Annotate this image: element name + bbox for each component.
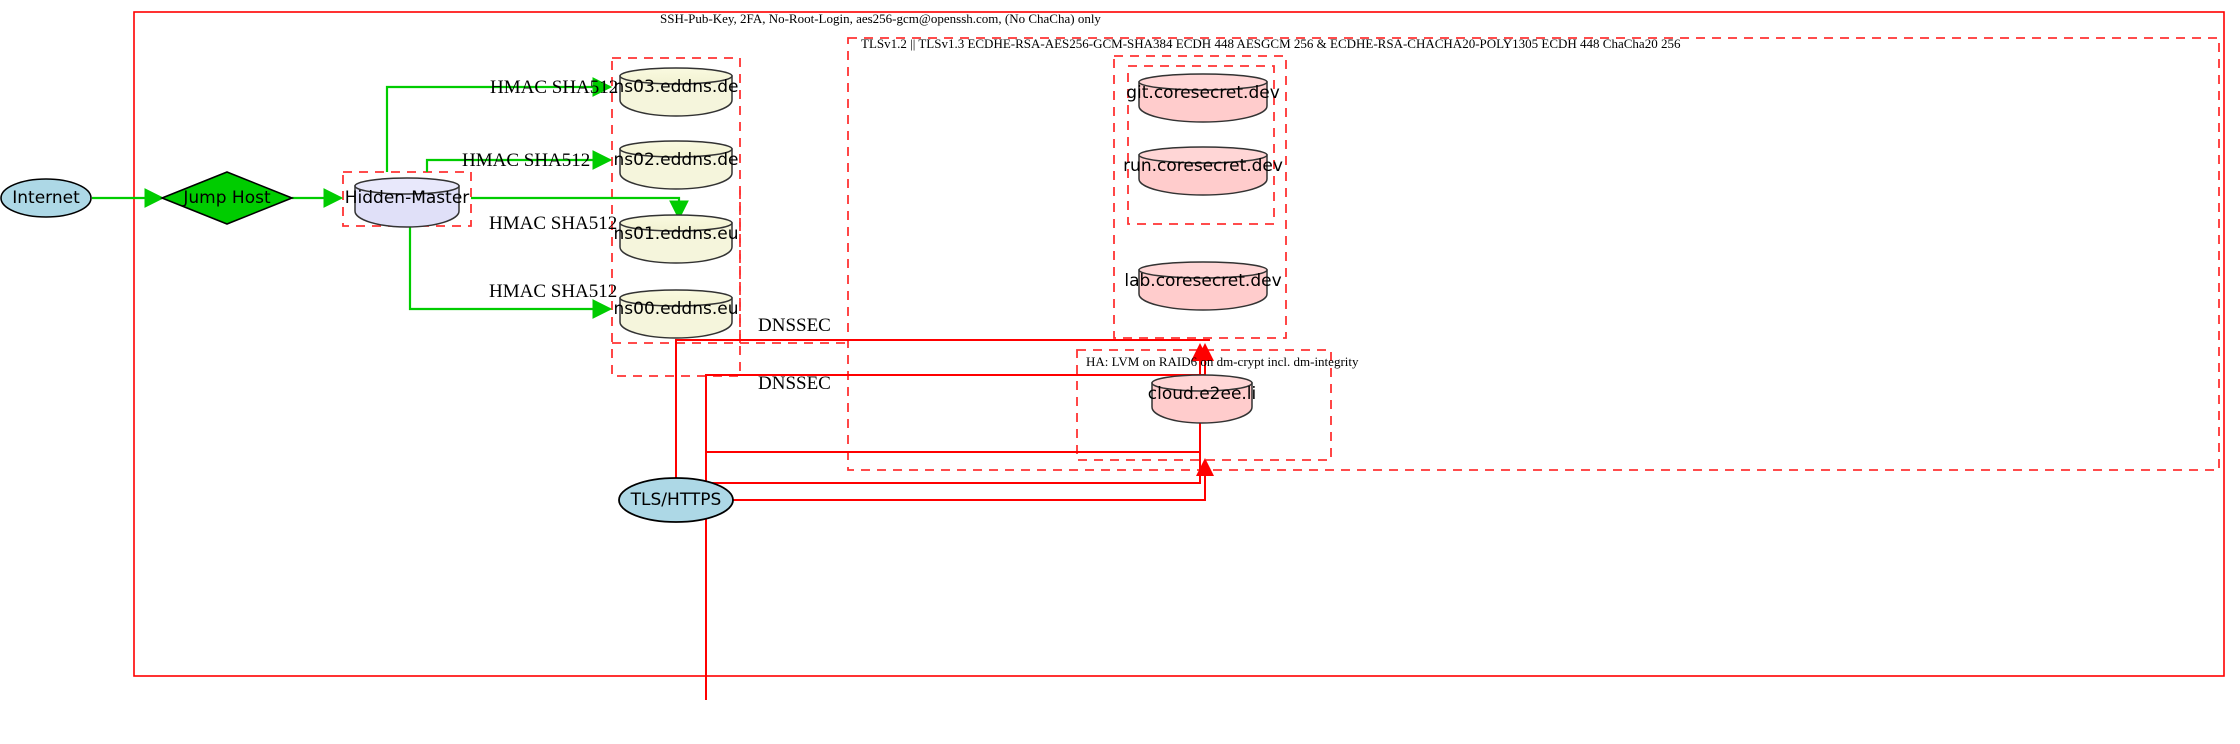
node-ns00[interactable] bbox=[619, 289, 733, 339]
hit-ns00[interactable] bbox=[620, 290, 732, 332]
node-cloud[interactable] bbox=[1151, 374, 1253, 424]
cluster-dnssec-upper bbox=[740, 130, 1130, 470]
node-jumphost[interactable] bbox=[159, 171, 295, 225]
node-git[interactable] bbox=[1138, 73, 1268, 123]
node-lab[interactable] bbox=[1138, 261, 1268, 311]
hit-ns02[interactable] bbox=[620, 141, 732, 183]
node-internet[interactable] bbox=[0, 178, 92, 218]
node-ns01[interactable] bbox=[619, 214, 733, 264]
hit-internet[interactable] bbox=[1, 179, 91, 217]
hit-tls-https[interactable] bbox=[619, 478, 733, 522]
cluster-tls bbox=[847, 37, 2220, 471]
cluster-dns-servers bbox=[611, 57, 741, 377]
cluster-coresecret-outer bbox=[1113, 55, 1287, 339]
cluster-coresecret-inner bbox=[1127, 65, 1275, 225]
node-ns02[interactable] bbox=[619, 140, 733, 190]
hit-ns03[interactable] bbox=[620, 68, 732, 110]
hit-ns01[interactable] bbox=[620, 215, 732, 257]
hit-git[interactable] bbox=[1139, 74, 1267, 116]
hit-jumphost[interactable] bbox=[162, 172, 292, 224]
edge-master-ns03 bbox=[385, 77, 613, 172]
node-tls-https[interactable] bbox=[618, 477, 734, 523]
hit-run[interactable] bbox=[1139, 147, 1267, 189]
node-ns03[interactable] bbox=[619, 67, 733, 117]
hit-hidden-master[interactable] bbox=[355, 178, 459, 220]
node-hidden-master[interactable] bbox=[354, 177, 460, 228]
hit-lab[interactable] bbox=[1139, 262, 1267, 304]
edge-dnssec-upper bbox=[705, 343, 1214, 700]
edge-dnssec-lower bbox=[675, 339, 1210, 483]
edge-master-ns02 bbox=[425, 150, 613, 172]
cluster-ha bbox=[1076, 349, 1332, 461]
edge-tls-to-ha bbox=[733, 458, 1214, 501]
outer-security-boundary bbox=[133, 11, 2225, 677]
edge-master-ns01 bbox=[471, 196, 689, 221]
hit-cloud[interactable] bbox=[1152, 375, 1252, 417]
edge-dnssec-upper-branch bbox=[676, 343, 1209, 484]
edge-master-ns00 bbox=[408, 226, 613, 319]
node-run[interactable] bbox=[1138, 146, 1268, 196]
